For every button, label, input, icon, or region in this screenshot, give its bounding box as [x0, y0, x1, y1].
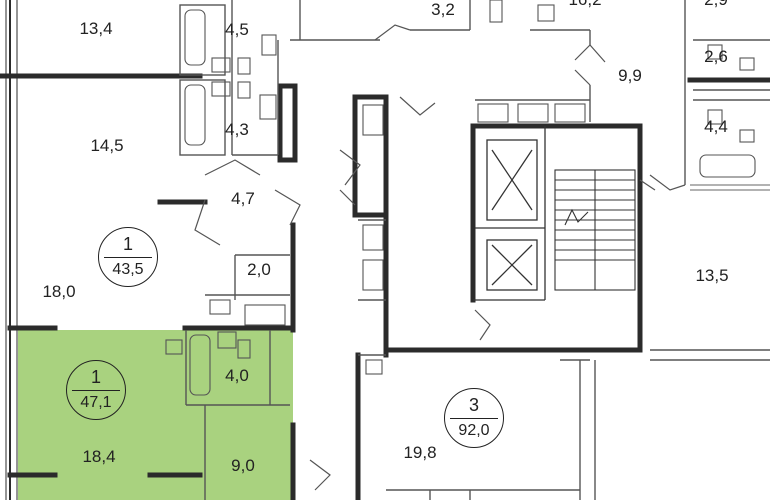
room-area[interactable]: 14,5 [90, 136, 124, 155]
walls [0, 73, 770, 500]
door-icon [194, 24, 686, 491]
toilet-icon [237, 0, 755, 359]
room-area[interactable]: 4,7 [231, 189, 255, 208]
closet-icon [244, 34, 586, 326]
partitions [179, 0, 770, 500]
elevator-icon [473, 126, 546, 301]
room-area[interactable]: 19,8 [403, 443, 437, 462]
badge-divider [104, 257, 152, 258]
window-frames [690, 184, 770, 191]
room-area[interactable]: 18,0 [42, 282, 76, 301]
apartment-rooms: 1 [90, 367, 101, 387]
apartment-badge[interactable]: 3 92,0 [444, 388, 504, 448]
room-area[interactable]: 4,4 [704, 117, 728, 136]
room-area[interactable]: 9,9 [618, 66, 642, 85]
room-area[interactable]: 16,2 [568, 0, 601, 10]
room-area[interactable]: 9,0 [231, 456, 255, 475]
room-area[interactable]: 13,5 [695, 266, 729, 285]
bathtub-icon [184, 9, 756, 396]
room-area[interactable]: 4,5 [225, 20, 249, 39]
room-area[interactable]: 13,4 [79, 19, 113, 38]
stair-icon [554, 169, 636, 291]
room-area[interactable]: 4,3 [225, 120, 249, 139]
room-area[interactable]: 3,2 [431, 0, 455, 19]
badge-divider [450, 418, 498, 419]
apartment-area: 47,1 [80, 394, 112, 411]
room-area[interactable]: 2,6 [704, 47, 728, 66]
apartment-area: 92,0 [458, 422, 490, 439]
apartment-rooms: 1 [122, 234, 133, 254]
room-area[interactable]: 18,4 [82, 447, 116, 466]
exterior-walls [5, 0, 18, 500]
apartment-badge[interactable]: 1 43,5 [98, 227, 158, 287]
apartment-badge[interactable]: 1 47,1 [66, 360, 126, 420]
badge-divider [72, 390, 120, 391]
apartment-area: 43,5 [112, 261, 144, 278]
room-area[interactable]: 2,0 [247, 260, 271, 279]
room-area[interactable]: 2,9 [704, 0, 728, 10]
apartment-rooms: 3 [468, 395, 479, 415]
sink-icon [165, 4, 723, 375]
room-area[interactable]: 4,0 [225, 366, 249, 385]
